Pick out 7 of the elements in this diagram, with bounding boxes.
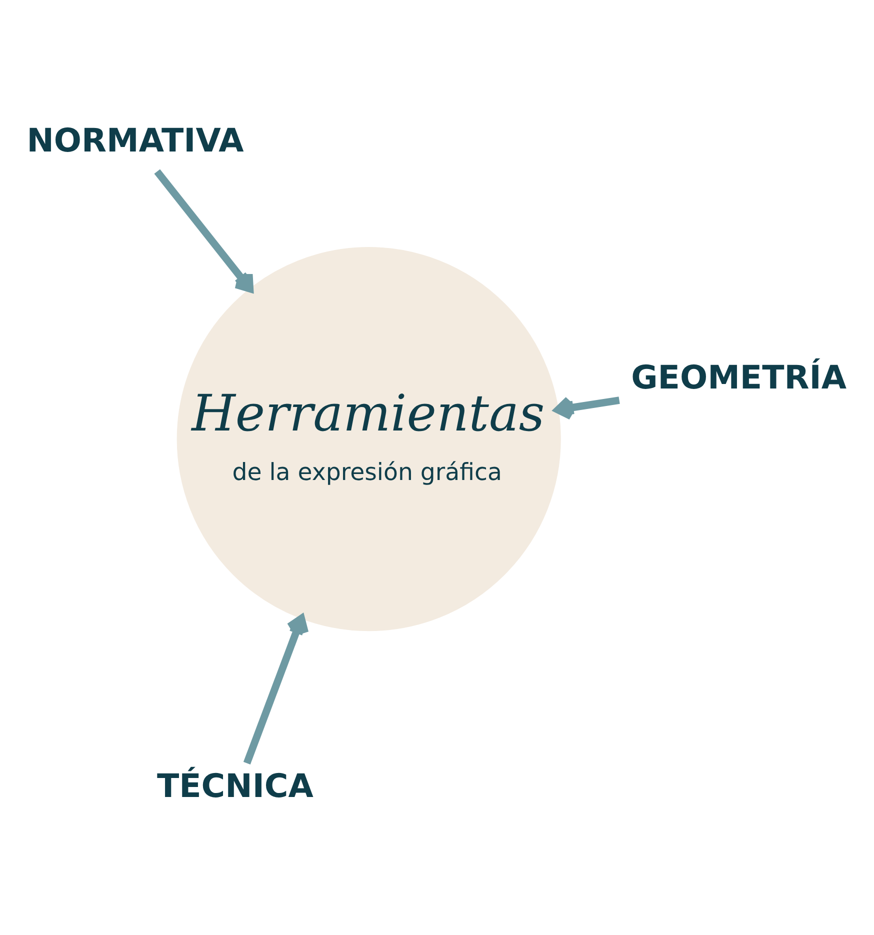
node-circle: Herramientas de la expresión gráfica bbox=[176, 247, 560, 632]
node-text: GEOMETRÍA bbox=[630, 358, 846, 396]
arrow bbox=[554, 396, 620, 420]
arrow bbox=[242, 614, 308, 764]
node-text: NORMATIVA bbox=[26, 122, 244, 160]
arrow bbox=[154, 169, 254, 292]
node-text: TÉCNICA bbox=[156, 766, 313, 805]
